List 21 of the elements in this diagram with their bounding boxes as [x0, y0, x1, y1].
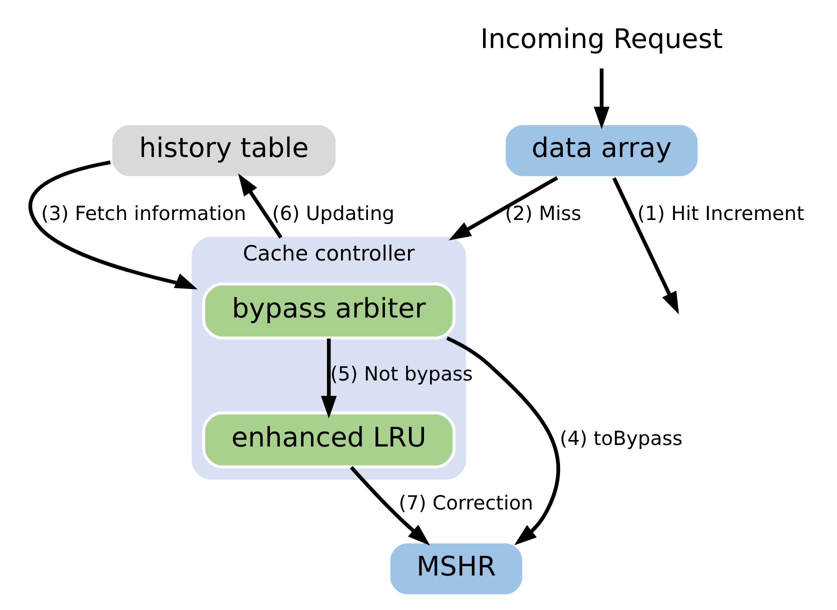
node-box: bypass arbiter — [202, 282, 456, 340]
arrow — [446, 336, 560, 546]
edge-label: (4) toBypass — [560, 427, 683, 450]
edge-label: (3) Fetch information — [41, 202, 246, 226]
arrow — [28, 160, 198, 290]
node-box: MSHR — [387, 540, 526, 598]
node-box: history table — [109, 122, 339, 180]
edge-label: (1) Hit Increment — [637, 202, 804, 226]
edge-label: (5) Not bypass — [330, 362, 473, 386]
edge-label: (6) Updating — [272, 202, 395, 226]
node-box: enhanced LRU — [202, 411, 456, 468]
node-text: Incoming Request — [480, 24, 723, 55]
arrow — [350, 466, 430, 546]
edge-label: (2) Miss — [505, 202, 582, 226]
arrow — [448, 176, 558, 240]
arrow — [320, 338, 337, 418]
arrow — [594, 68, 610, 130]
edge-label: (7) Correction — [398, 491, 534, 514]
arrow — [612, 177, 679, 314]
node-box: data array — [502, 122, 701, 180]
arrow — [238, 173, 282, 239]
